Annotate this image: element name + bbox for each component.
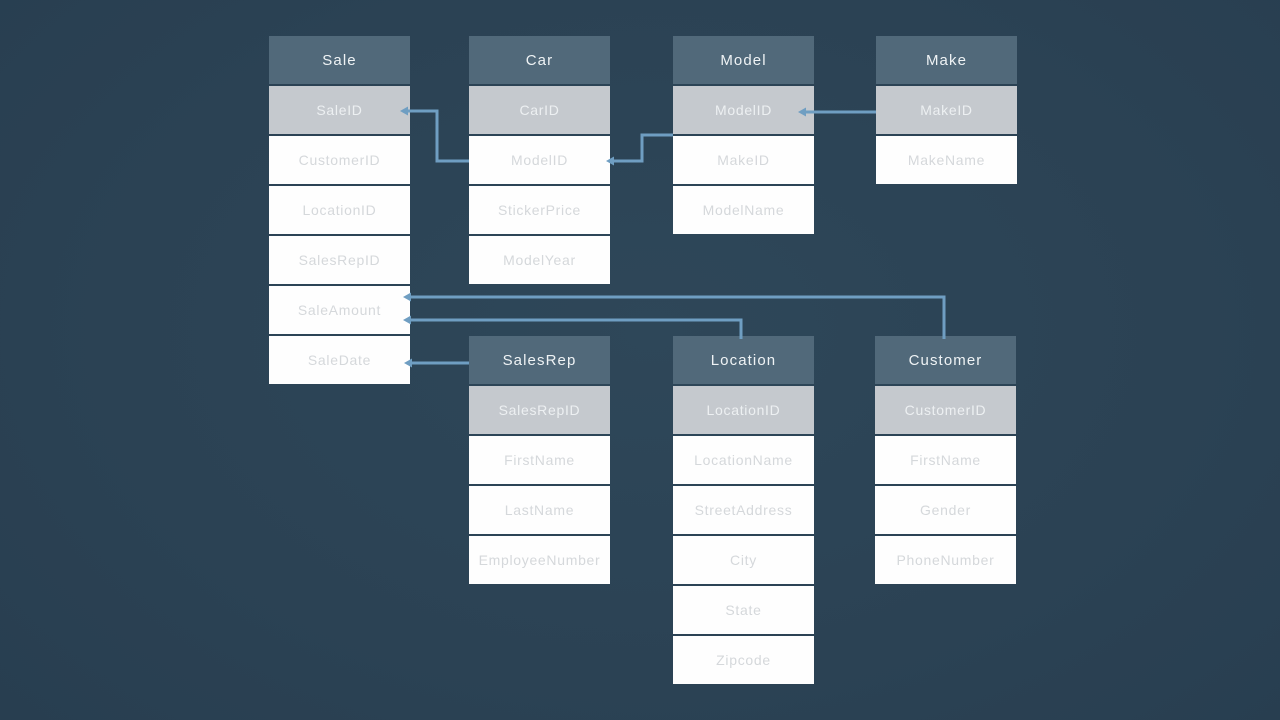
field-modelyear: ModelYear [469, 236, 610, 284]
table-title-car: Car [469, 36, 610, 84]
connector-sale-customerid-to-customer [410, 295, 946, 339]
table-title-customer: Customer [875, 336, 1016, 384]
table-title-salesrep: SalesRep [469, 336, 610, 384]
table-title-make: Make [876, 36, 1017, 84]
connector-car-modelid-to-model-modelid [613, 133, 673, 163]
table-title-sale: Sale [269, 36, 410, 84]
pk-field-salesrepid: SalesRepID [469, 386, 610, 434]
connector-sale-saleid-to-car-modelid [407, 109, 469, 163]
field-employeenumber: EmployeeNumber [469, 536, 610, 584]
pk-field-locationid: LocationID [673, 386, 814, 434]
pk-field-modelid: ModelID [673, 86, 814, 134]
pk-field-makeid: MakeID [876, 86, 1017, 134]
field-stickerprice: StickerPrice [469, 186, 610, 234]
field-saleamount: SaleAmount [269, 286, 410, 334]
pk-field-saleid: SaleID [269, 86, 410, 134]
field-firstname: FirstName [469, 436, 610, 484]
field-modelid: ModelID [469, 136, 610, 184]
field-lastname: LastName [469, 486, 610, 534]
pk-field-carid: CarID [469, 86, 610, 134]
field-zipcode: Zipcode [673, 636, 814, 684]
field-state: State [673, 586, 814, 634]
field-firstname: FirstName [875, 436, 1016, 484]
field-makename: MakeName [876, 136, 1017, 184]
table-title-model: Model [673, 36, 814, 84]
field-salesrepid: SalesRepID [269, 236, 410, 284]
field-modelname: ModelName [673, 186, 814, 234]
field-phonenumber: PhoneNumber [875, 536, 1016, 584]
field-locationname: LocationName [673, 436, 814, 484]
field-locationid: LocationID [269, 186, 410, 234]
field-customerid: CustomerID [269, 136, 410, 184]
field-makeid: MakeID [673, 136, 814, 184]
table-title-location: Location [673, 336, 814, 384]
field-saledate: SaleDate [269, 336, 410, 384]
field-streetaddress: StreetAddress [673, 486, 814, 534]
pk-field-customerid: CustomerID [875, 386, 1016, 434]
field-city: City [673, 536, 814, 584]
field-gender: Gender [875, 486, 1016, 534]
